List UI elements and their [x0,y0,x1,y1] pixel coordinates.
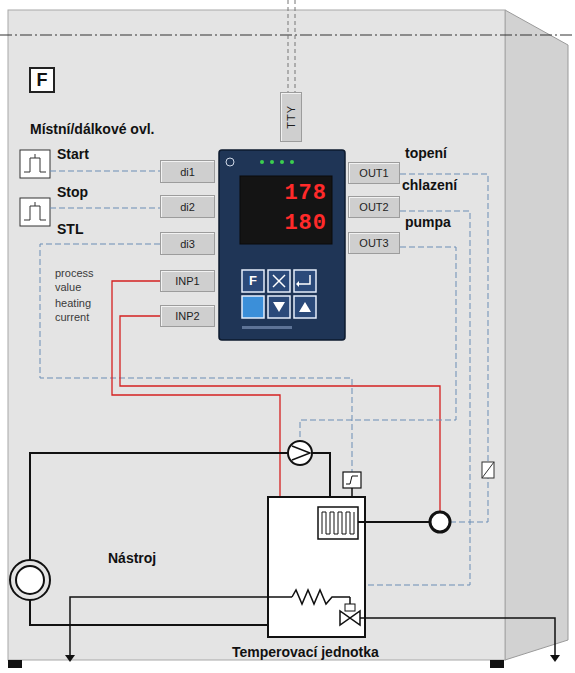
terminal-name: di1 [180,166,195,178]
terminal-box: OUT2 [348,196,400,218]
terminal-name: TTY [285,105,297,129]
display-value: 178 [284,183,327,205]
port-box: TTY [280,92,302,142]
terminal-box: di3 [160,232,215,255]
terminal-name: di3 [180,238,195,250]
terminal-name: di2 [180,201,195,213]
signal-name: Start [57,146,89,163]
terminal-name: OUT2 [359,201,388,213]
terminal-box: INP1 [160,270,215,292]
input-description: heating current [55,296,107,324]
terminal-name: INP1 [175,275,199,287]
part-name: Temperovací jednotka [232,644,379,661]
function-icon: F [30,68,54,92]
button-label: F [242,270,264,292]
control-mode-label: Místní/dálkové ovl. [30,121,154,138]
terminal-name: OUT3 [359,237,388,249]
controller: 178180 [219,150,345,340]
signal-name: STL [57,221,83,238]
signal-name: Stop [57,184,88,201]
terminal-box: OUT3 [348,232,400,254]
output-name: topení [405,145,447,162]
output-name: chlazení [402,177,457,194]
terminal-name: INP2 [175,310,199,322]
terminal-box: di2 [160,195,215,218]
terminal-box: OUT1 [348,162,400,184]
display-setpoint: 180 [284,213,327,235]
part-name: Nástroj [108,550,156,567]
input-description: process value [55,266,107,294]
terminal-name: OUT1 [359,167,388,179]
output-name: pumpa [405,214,451,231]
terminal-box: di1 [160,160,215,183]
terminal-box: INP2 [160,305,215,327]
